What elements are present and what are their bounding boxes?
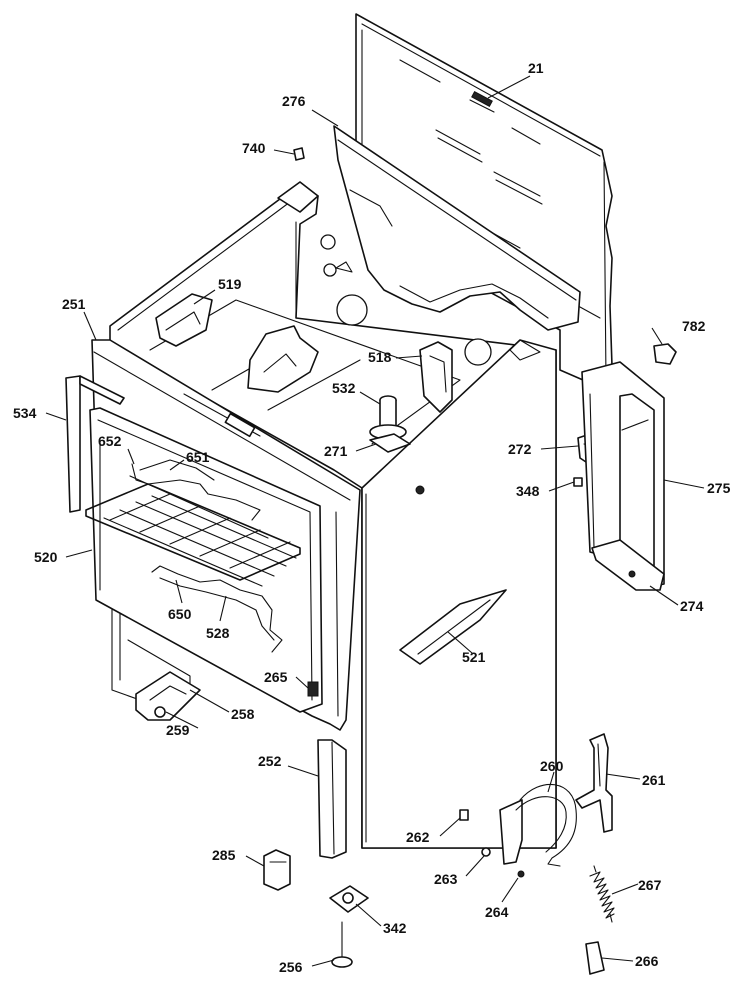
callout-271: 271 — [324, 443, 348, 459]
part-burner-285 — [263, 849, 291, 891]
part-hinge-261 — [575, 733, 613, 833]
part-gasket-534 — [65, 375, 125, 513]
callout-256: 256 — [279, 959, 303, 975]
part-bracket-259 — [154, 706, 166, 718]
callout-285: 285 — [212, 847, 236, 863]
callout-521: 521 — [462, 649, 486, 665]
callout-262: 262 — [406, 829, 430, 845]
part-rear-strip — [333, 125, 581, 331]
callout-274: 274 — [680, 598, 704, 614]
callout-532: 532 — [332, 380, 356, 396]
callout-520: 520 — [34, 549, 58, 565]
callout-265: 265 — [264, 669, 288, 685]
callout-272: 272 — [508, 441, 532, 457]
callout-251: 251 — [62, 296, 86, 312]
part-connector-782 — [653, 343, 677, 365]
part-clip-348 — [573, 477, 583, 487]
callout-261: 261 — [642, 772, 666, 788]
callout-348: 348 — [516, 483, 540, 499]
callout-258: 258 — [231, 706, 255, 722]
callout-534: 534 — [13, 405, 37, 421]
callout-740: 740 — [242, 140, 266, 156]
part-oven-rack — [85, 483, 301, 587]
part-link-266 — [585, 941, 605, 975]
callout-leaders — [45, 75, 705, 967]
callout-528: 528 — [206, 625, 230, 641]
part-bake-element — [151, 565, 283, 653]
part-bracket-258 — [135, 671, 201, 721]
callout-252: 252 — [258, 753, 282, 769]
callout-276: 276 — [282, 93, 306, 109]
callout-652: 652 — [98, 433, 122, 449]
callout-263: 263 — [434, 871, 458, 887]
callout-259: 259 — [166, 722, 190, 738]
part-insulation-518 — [419, 341, 453, 413]
part-leveling-leg — [331, 921, 353, 968]
callout-266: 266 — [635, 953, 659, 969]
callout-518: 518 — [368, 349, 392, 365]
part-insulation-519 — [155, 293, 213, 347]
part-hinge-arm — [499, 783, 577, 867]
part-screw-263 — [481, 847, 491, 857]
part-bracket-265 — [307, 681, 319, 697]
callout-267: 267 — [638, 877, 662, 893]
part-screw-264 — [517, 870, 525, 878]
callout-labels: 21 276 740 519 251 782 518 532 534 272 2… — [13, 60, 731, 975]
part-side-decal — [399, 589, 507, 665]
callout-260: 260 — [540, 758, 564, 774]
part-clip-262 — [459, 809, 469, 821]
part-leveler-plate — [329, 885, 369, 913]
part-spring-267 — [589, 865, 615, 923]
callout-264: 264 — [485, 904, 509, 920]
callout-342: 342 — [383, 920, 407, 936]
part-bottom-trim — [591, 539, 665, 591]
callout-519: 519 — [218, 276, 242, 292]
part-clip-740 — [293, 147, 305, 161]
callout-651: 651 — [186, 449, 210, 465]
part-sensor-271 — [369, 433, 411, 453]
callout-21: 21 — [528, 60, 544, 76]
callout-275: 275 — [707, 480, 731, 496]
callout-782: 782 — [682, 318, 706, 334]
callout-650: 650 — [168, 606, 192, 622]
part-corner-bracket — [317, 739, 347, 859]
